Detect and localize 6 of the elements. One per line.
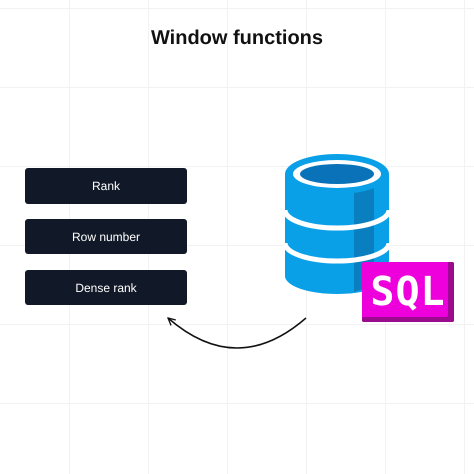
curved-arrow [167,317,306,349]
function-box: Dense rank [25,270,187,305]
function-box: Row number [25,219,187,254]
function-box: Rank [25,168,187,204]
title: Window functions [150,27,324,50]
sql-badge: SQL [362,262,454,322]
